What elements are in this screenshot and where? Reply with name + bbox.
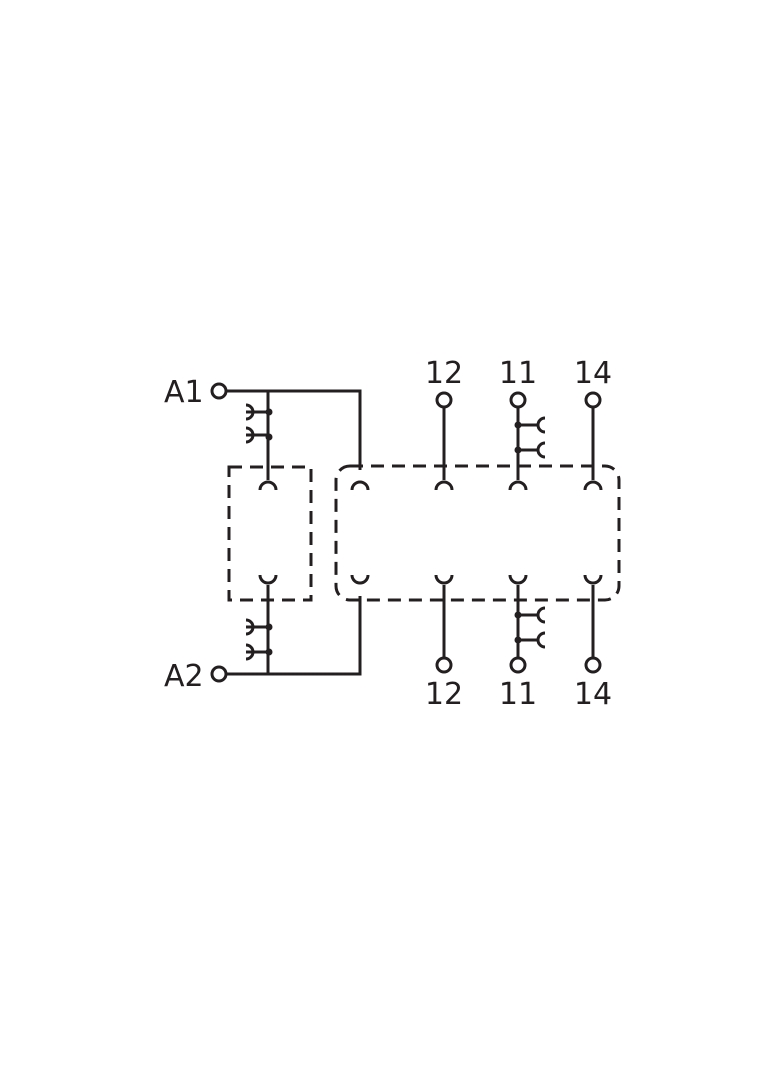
terminal-top-11 <box>509 391 527 409</box>
junction-dot <box>265 648 273 656</box>
terminal-top-12 <box>435 391 453 409</box>
junction-dot <box>514 421 522 429</box>
terminal-label-a2: A2 <box>164 659 204 694</box>
spring-links-bottom-11 <box>518 613 538 642</box>
contact-arc-bottom-12 <box>434 574 454 585</box>
terminal-label-a1: A1 <box>164 375 204 410</box>
terminal-label-top-12: 12 <box>425 356 463 391</box>
spring-top-11-1 <box>536 416 546 434</box>
junction-dot <box>514 611 522 619</box>
junction-dot <box>265 408 273 416</box>
spring-bottom-11-1 <box>536 606 546 624</box>
terminal-bottom-12 <box>435 656 453 674</box>
coil-spring-links-top <box>246 410 268 437</box>
contact-arc-top-bridge <box>350 480 370 491</box>
terminal-label-bottom-12: 12 <box>425 677 463 712</box>
wire-a1-bridge <box>226 389 362 470</box>
coil-spring-links-bottom <box>246 625 268 654</box>
terminal-bottom-14 <box>584 656 602 674</box>
coil-contact-bottom <box>258 574 278 585</box>
terminal-label-top-11: 11 <box>499 356 537 391</box>
junction-dot <box>514 636 522 644</box>
contact-14: 14 14 <box>574 356 612 712</box>
contact-11: 11 11 <box>499 356 546 712</box>
coil-circuit: A1 A2 <box>164 375 362 694</box>
terminal-label-bottom-14: 14 <box>574 677 612 712</box>
terminal-label-bottom-11: 11 <box>499 677 537 712</box>
contact-arc-top-12 <box>434 480 454 491</box>
spring-links-top-11 <box>518 423 538 452</box>
junction-dot <box>514 446 522 454</box>
junction-dot <box>265 623 273 631</box>
junction-dot <box>265 433 273 441</box>
contact-arc-bottom-14 <box>583 574 603 585</box>
wire-a2-bridge <box>226 596 362 676</box>
terminal-bottom-11 <box>509 656 527 674</box>
coil-contact-top <box>258 480 278 491</box>
terminal-label-top-14: 14 <box>574 356 612 391</box>
contact-arc-bottom-bridge <box>350 574 370 585</box>
spring-bottom-11-2 <box>536 631 546 649</box>
spring-top-11-2 <box>536 441 546 459</box>
terminal-a1 <box>210 382 228 400</box>
contact-arc-top-11 <box>508 480 528 491</box>
contact-arc-top-14 <box>583 480 603 491</box>
contact-dashed-box <box>334 464 621 602</box>
contact-arc-bottom-11 <box>508 574 528 585</box>
contact-12: 12 12 <box>425 356 463 712</box>
coil-dashed-box <box>227 465 313 602</box>
terminal-a2 <box>210 665 228 683</box>
terminal-top-14 <box>584 391 602 409</box>
